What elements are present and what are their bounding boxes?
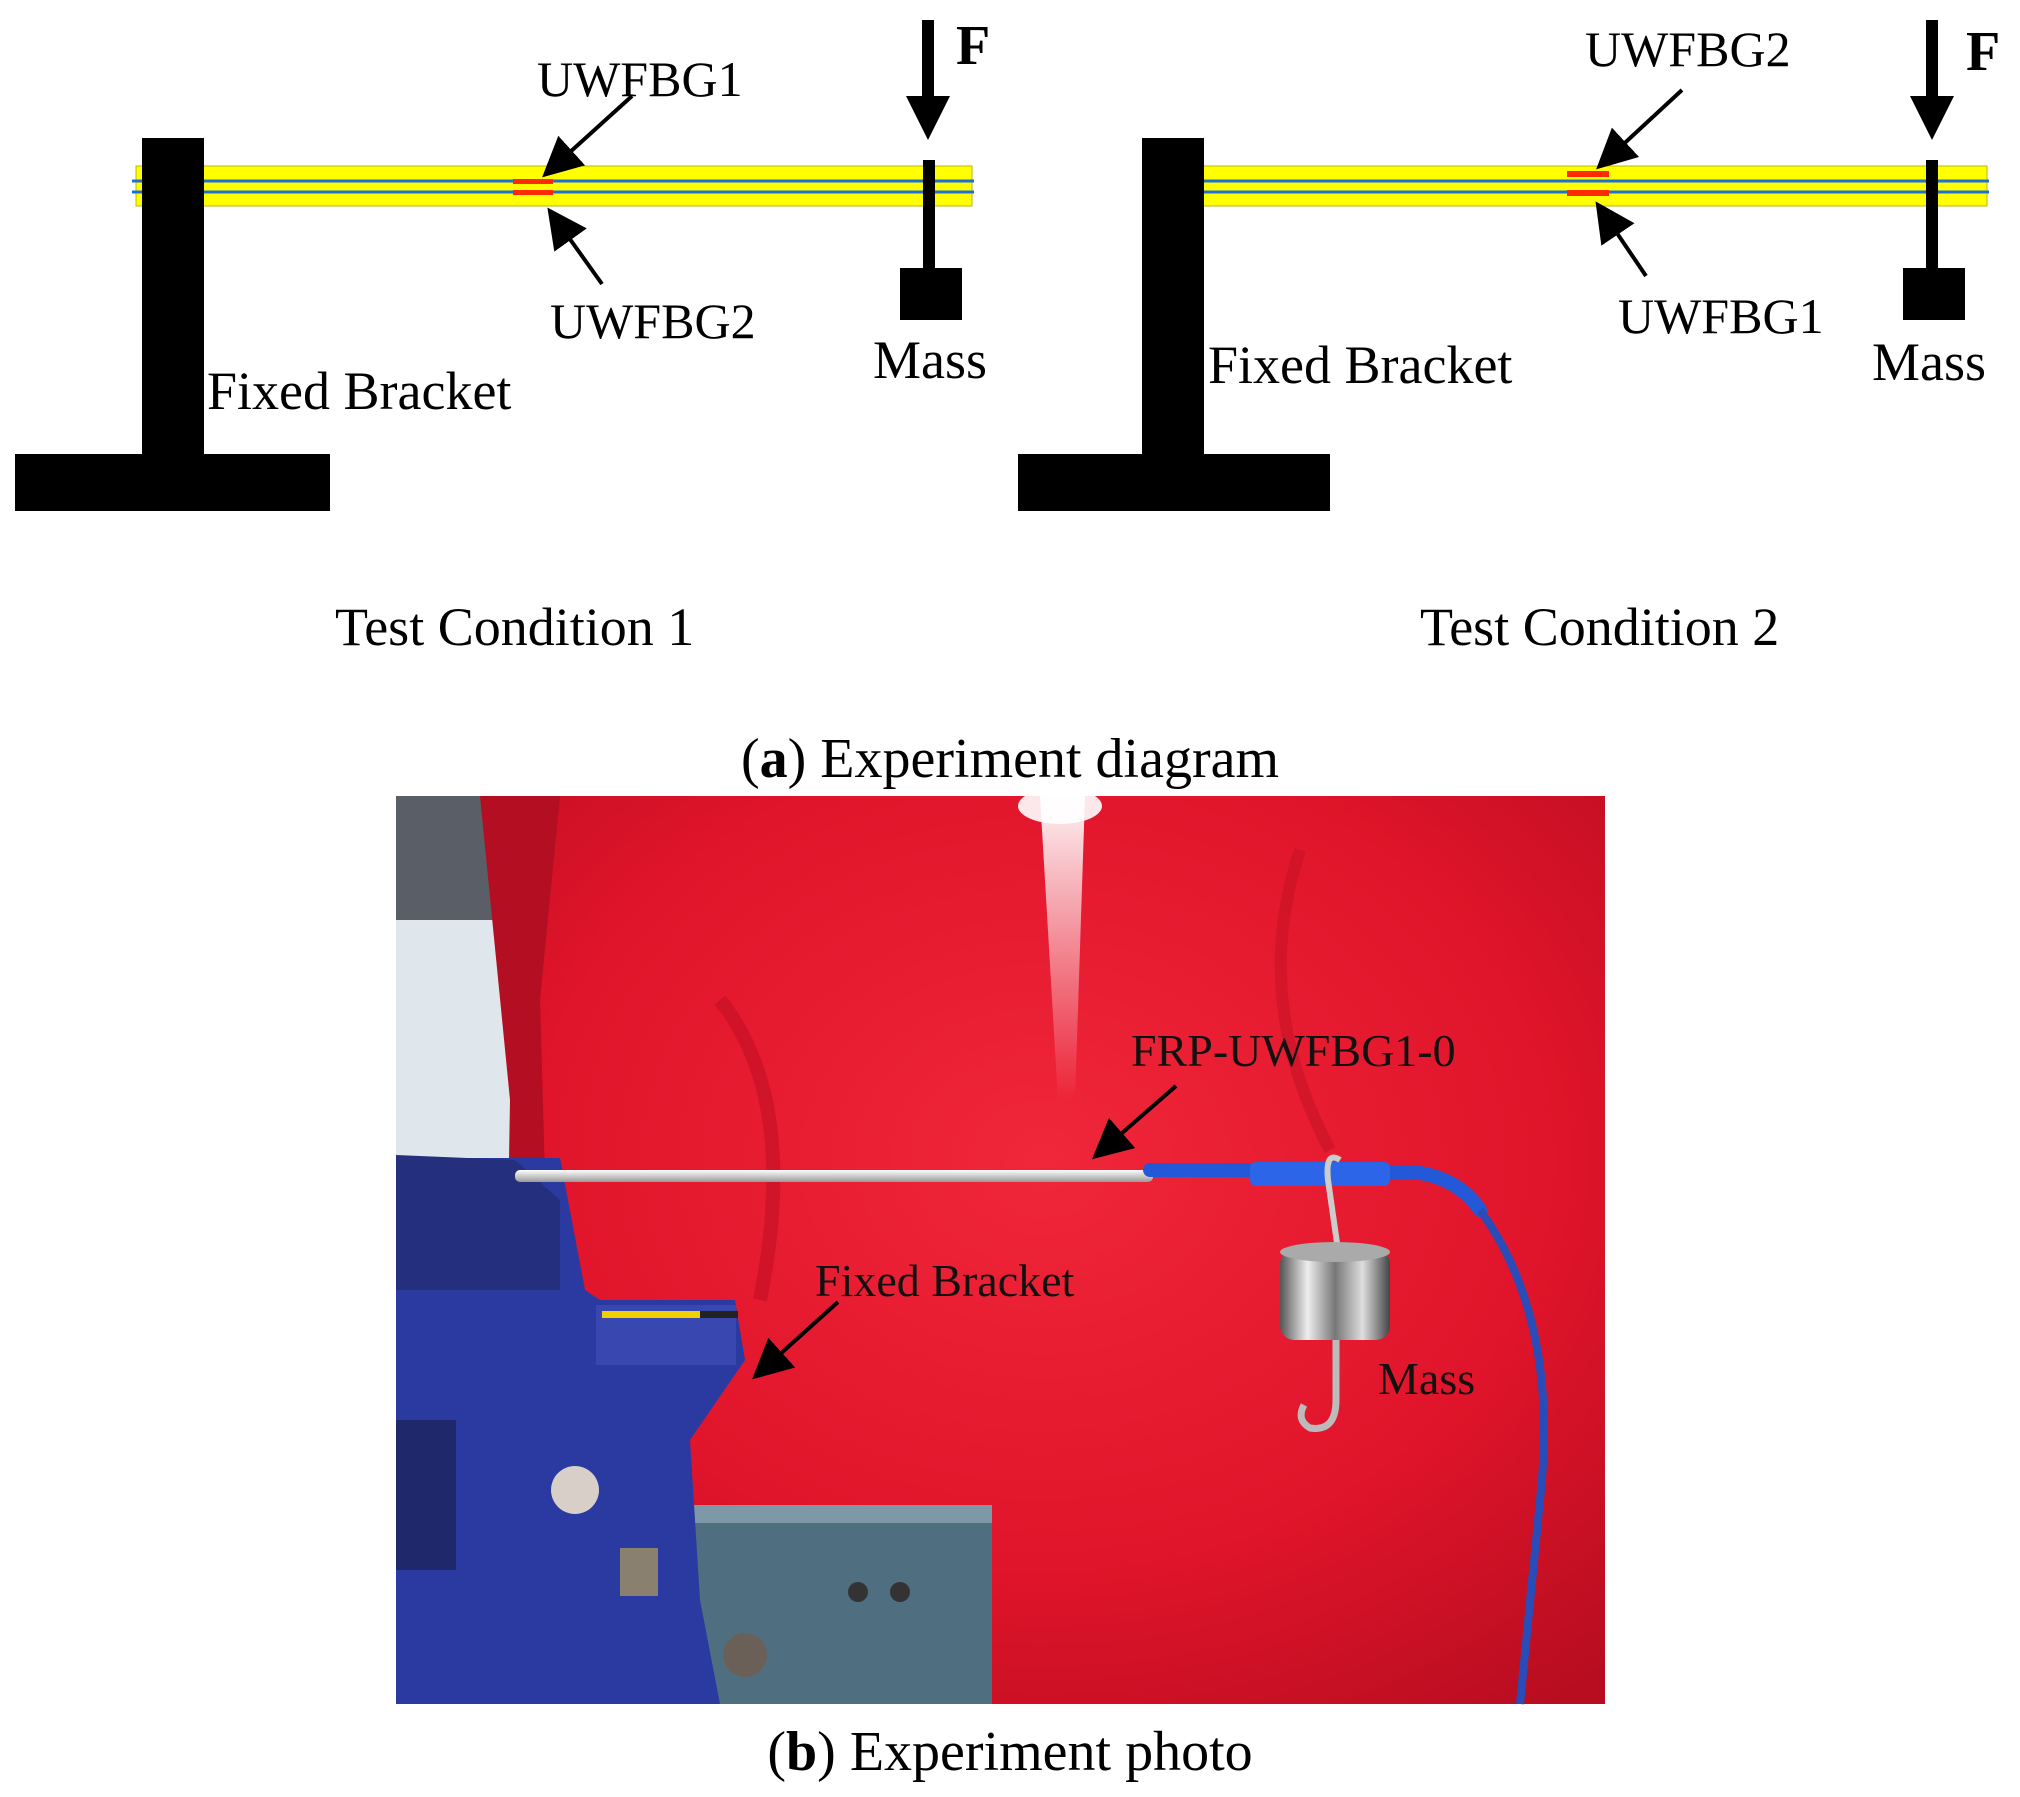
pointer-arrow — [547, 207, 604, 286]
caption-a-text: Experiment diagram — [806, 728, 1279, 790]
grating-sensor — [513, 190, 553, 195]
vise-nut — [723, 1633, 767, 1677]
grating-sensor — [513, 179, 553, 184]
experiment-photo: FRP-UWFBG1-0 Fixed Bracket Mass — [396, 788, 1605, 1705]
pointer-arrow — [752, 1300, 840, 1380]
hanger-rod — [1926, 160, 1938, 272]
light-spot — [1018, 788, 1102, 824]
hanger-rod — [923, 160, 935, 272]
mass-block — [1903, 268, 1965, 320]
force-arrow-head — [906, 96, 950, 140]
condition-title: Test Condition 2 — [1420, 597, 1779, 657]
light-beam — [1040, 796, 1085, 1100]
force-label: F — [956, 15, 990, 77]
pointer-arrow — [1091, 1084, 1178, 1160]
force-label: F — [1966, 21, 2000, 83]
vise-block — [396, 1420, 456, 1570]
cloth-fold — [1274, 848, 1336, 1153]
mass-hook — [1324, 1154, 1342, 1251]
cloth-fold — [714, 995, 781, 1302]
sensor-label-top: UWFBG2 — [1585, 21, 1791, 77]
red-cloth-backdrop — [480, 796, 1605, 1704]
blue-fiber-lead — [1476, 1207, 1548, 1705]
fixed-bracket-base — [1018, 454, 1330, 511]
caption-b-letter: b — [786, 1721, 817, 1783]
bracket-label: Fixed Bracket — [1208, 335, 1512, 395]
frp-rod — [515, 1170, 1153, 1182]
condition-title: Test Condition 1 — [335, 597, 694, 657]
pencil-end — [700, 1311, 738, 1318]
pencil — [602, 1311, 737, 1318]
test-condition-1-diagram: F UWFBG1 UWFBG2 Mass Fixed Bracket Test … — [15, 15, 990, 657]
caption-a-letter: a — [760, 728, 788, 790]
bracket-label: Fixed Bracket — [207, 361, 511, 421]
caption-b-text: Experiment photo — [836, 1721, 1253, 1783]
sensor-label-bottom: UWFBG1 — [1618, 288, 1824, 344]
sensor-label-top: UWFBG1 — [537, 51, 743, 107]
fixed-bracket-post — [142, 138, 204, 458]
grating-sensor — [1567, 190, 1609, 196]
bracket-label: Fixed Bracket — [815, 1255, 1075, 1306]
heat-shrink — [1250, 1162, 1390, 1186]
pointer-arrow — [542, 94, 634, 178]
fixed-bracket-post — [1142, 138, 1204, 458]
vise-jaw — [396, 1155, 560, 1290]
fixed-bracket-base — [15, 454, 330, 511]
mass-label: Mass — [1378, 1353, 1475, 1404]
sensor-label-bottom: UWFBG2 — [550, 293, 756, 349]
caption-b: (b) Experiment photo — [767, 1721, 1252, 1783]
mass-label: Mass — [1872, 332, 1986, 392]
test-condition-2-diagram: F UWFBG2 UWFBG1 Mass Fixed Bracket Test … — [1018, 20, 2000, 657]
mass-block — [900, 268, 962, 320]
rod-label: FRP-UWFBG1-0 — [1131, 1025, 1456, 1076]
bench-hole — [848, 1582, 868, 1602]
pointer-arrow — [1596, 88, 1684, 170]
blue-fiber-sleeve — [1143, 1163, 1487, 1217]
photo-mass-top — [1280, 1242, 1390, 1262]
beam — [135, 165, 973, 207]
mass-label: Mass — [873, 330, 987, 390]
mass-bottom-hook — [1297, 1340, 1340, 1432]
vise-badge — [551, 1466, 599, 1514]
force-arrow-head — [1910, 96, 1954, 140]
pointer-arrow — [1595, 201, 1648, 278]
workbench-top — [640, 1505, 992, 1523]
grating-sensor — [1567, 171, 1609, 177]
bench-hole — [890, 1582, 910, 1602]
caption-a: (a) Experiment diagram — [741, 728, 1279, 790]
photo-mass — [1280, 1250, 1390, 1340]
vise-screw — [620, 1548, 658, 1596]
